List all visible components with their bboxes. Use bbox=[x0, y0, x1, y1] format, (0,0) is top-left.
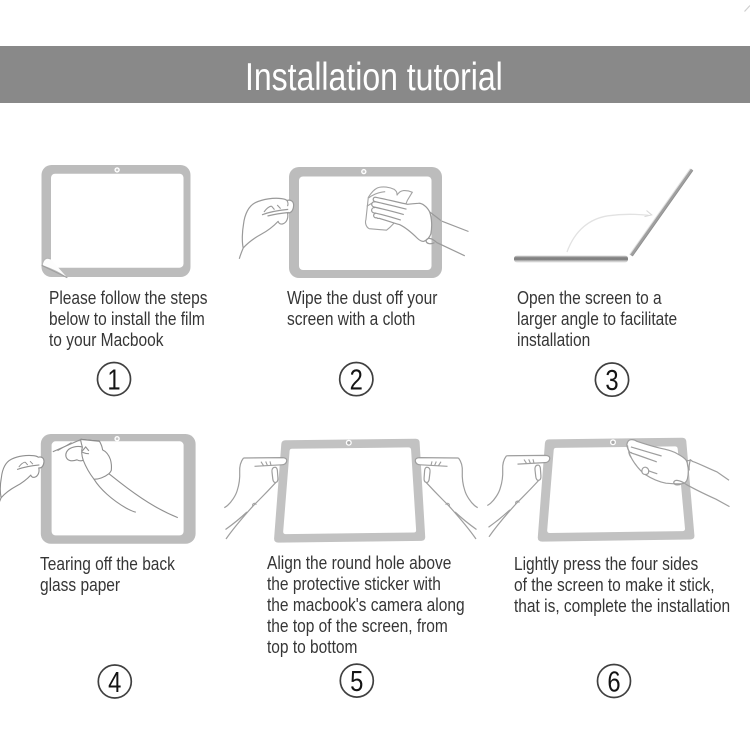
svg-text:1: 1 bbox=[107, 363, 120, 396]
svg-text:6: 6 bbox=[607, 665, 620, 698]
svg-text:5: 5 bbox=[350, 665, 363, 698]
svg-text:3: 3 bbox=[605, 364, 618, 397]
svg-text:4: 4 bbox=[108, 666, 121, 699]
svg-text:2: 2 bbox=[350, 363, 363, 396]
